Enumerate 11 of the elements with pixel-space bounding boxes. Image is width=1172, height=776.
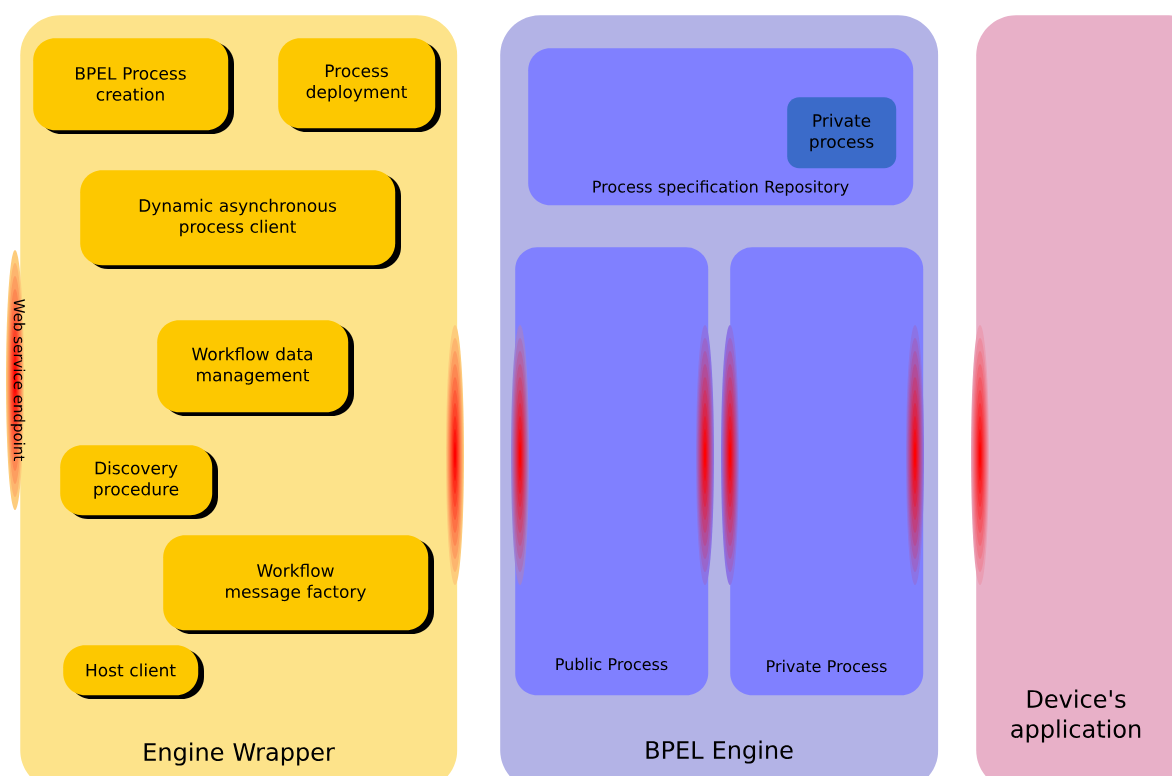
task-box: Discovery procedure (60, 445, 218, 519)
task-box: Workflow data management (157, 320, 354, 416)
panel: Device's application (976, 15, 1172, 776)
task-box: Process deployment (278, 38, 441, 132)
task-box: Dynamic asynchronous process client (80, 170, 401, 269)
process-box: Private process (787, 97, 897, 169)
task-box: Workflow message factory (163, 535, 434, 634)
process-box: Public Process (515, 247, 709, 696)
process-box: Private Process (730, 247, 924, 696)
task-box: Host client (63, 645, 204, 699)
task-box: BPEL Process creation (33, 38, 234, 134)
